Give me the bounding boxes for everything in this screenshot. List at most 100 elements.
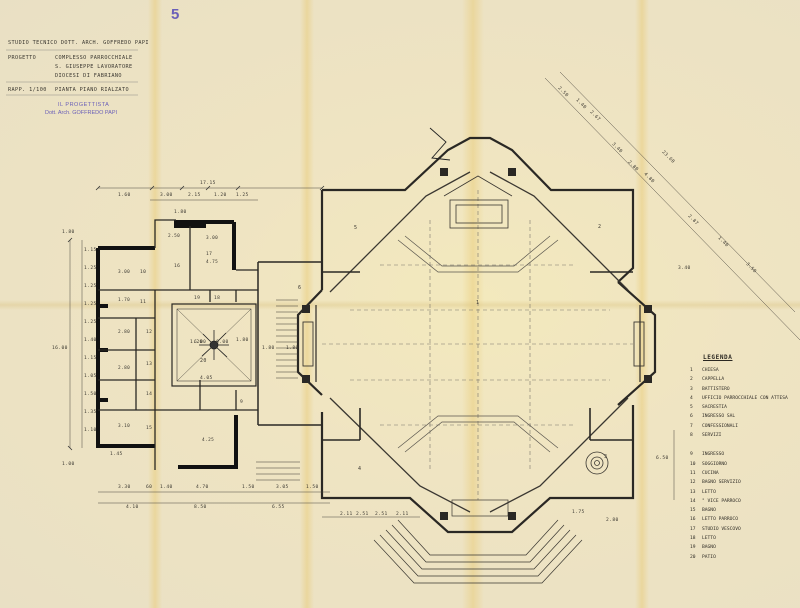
legend-item: 8 SERVIZI	[690, 433, 788, 442]
project-line-1: COMPLESSO PARROCCHIALE	[55, 55, 133, 61]
dimension-label: 3.05	[276, 485, 289, 490]
legend-item-number: 14	[690, 498, 696, 504]
sheet-number: 5	[171, 6, 180, 23]
legend-item-number: 20	[690, 554, 696, 560]
room-area: 3.00	[206, 236, 219, 241]
legend-item-number: 3	[690, 386, 693, 392]
legend-item-label: CUCINA	[702, 470, 719, 476]
legend-item-label: UFFICIO PARROCCHIALE CON ATTESA	[702, 395, 788, 401]
dimension-label: 1.15	[84, 248, 97, 253]
dimension-label: 1.80	[236, 338, 249, 343]
paper-fold	[462, 0, 484, 608]
legend-item-label: BAGNO	[702, 508, 716, 514]
legend-item-label: CHIESA	[702, 368, 719, 373]
room-area: 4.75	[206, 260, 219, 265]
baptismal-font	[585, 451, 609, 475]
legend-title: LEGENDA	[703, 354, 733, 361]
dimension-label: 1.00	[62, 462, 75, 467]
legend-item-number: 1	[690, 368, 693, 373]
legend-item-number: 2	[690, 377, 693, 383]
north-arrow-mark	[429, 127, 451, 161]
dimension-label: 1.60	[118, 193, 131, 198]
side-altars	[302, 321, 645, 367]
dimension-label: 2.15	[188, 193, 201, 198]
legend-item-label: PATIO	[702, 554, 716, 560]
project-line-3: DIOCESI DI FABRIANO	[55, 73, 122, 79]
dimension-label: 6.00	[216, 340, 229, 345]
legend-item-label: " VICE PARROCO	[702, 498, 741, 504]
dimension-label: 1.25	[84, 284, 97, 289]
room-number: 14	[146, 392, 153, 397]
church-pews	[397, 235, 559, 453]
dimension-label: 60	[146, 485, 153, 490]
legend-item-number: 18	[690, 536, 696, 542]
dimension-label: 1.25	[84, 266, 97, 271]
dimension-label: 1.50	[306, 485, 319, 490]
dimension-label: 17.15	[200, 181, 216, 186]
legend-item-label: CONFESSIONALI	[702, 423, 738, 429]
dimension-label: 4.70	[196, 485, 209, 490]
dimension-label: 1.25	[84, 302, 97, 307]
column-markers	[302, 168, 652, 520]
legend-item-number: 8	[690, 433, 693, 439]
legend-item: 1 CHIESA	[690, 368, 788, 377]
altar-top	[443, 175, 513, 229]
legend-item-number: 10	[690, 461, 696, 467]
room-number: 16	[174, 264, 181, 269]
dimension-label: 1.20	[214, 193, 227, 198]
room-number: 9	[240, 400, 244, 405]
room-number: 11	[140, 300, 147, 305]
room-number: 15	[146, 426, 153, 431]
dimension-label: 1.15	[84, 356, 97, 361]
room-number: 10	[140, 270, 147, 275]
dimension-label: 1.25	[84, 320, 97, 325]
project-line-2: S. GIUSEPPE LAVORATORE	[55, 64, 133, 70]
legend-item-label: LETTO PARROCO	[702, 517, 738, 523]
legend-item-label: INGRESSO	[702, 452, 725, 458]
room-area: 2.50	[168, 234, 181, 239]
dimension-label: 1.80	[62, 230, 75, 235]
dimension-label: 1.40	[84, 338, 97, 343]
entrance-stairs	[256, 299, 300, 481]
legend-item: 12 BAGNO SERVIZIO	[690, 480, 788, 489]
dimension-label: 4.05	[200, 376, 213, 381]
legend-item-number: 16	[690, 517, 696, 523]
dimension-label: 2.80	[606, 518, 619, 523]
scale-label: RAPP. 1/100	[8, 87, 47, 93]
room-area: 2.80	[118, 330, 131, 335]
dimension-label: 6.55	[272, 505, 285, 510]
room-number: 19	[194, 296, 201, 301]
dimension-label: 1.45	[110, 452, 123, 457]
room-area: 1.70	[118, 298, 131, 303]
legend-item-label: BAGNO SERVIZIO	[702, 480, 741, 486]
legend-item-number: 5	[690, 405, 693, 411]
dimension-label: 1.50	[84, 392, 97, 397]
legend-item-number: 4	[690, 395, 693, 401]
legend-item-number: 7	[690, 423, 693, 429]
dimension-lines	[69, 71, 800, 518]
legend-item-label: SERVIZI	[702, 433, 722, 439]
dimension-label: 2.11	[396, 512, 409, 517]
dimension-label: 2.51	[375, 512, 388, 517]
room-number: 13	[146, 362, 153, 367]
chapel-and-office-walls	[322, 271, 633, 441]
room-number: 6	[298, 285, 302, 291]
room-number: 3	[604, 454, 608, 460]
patio-tree	[199, 330, 229, 360]
dimension-label: 1.35	[84, 410, 97, 415]
legend-item-number: 12	[690, 480, 696, 486]
paper-fold	[0, 300, 800, 310]
dimension-label: 1.50	[242, 485, 255, 490]
entrance-link	[257, 261, 322, 426]
room-number: 4	[358, 466, 362, 472]
room-number: 2	[598, 224, 602, 230]
